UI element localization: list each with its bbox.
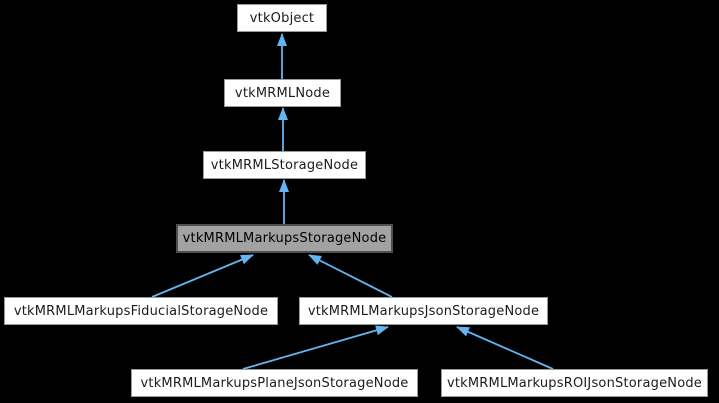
inheritance-arrow-vtkMRMLMarkupsFiducialStorageNode-to-vtkMRMLMarkupsStorageNode bbox=[151, 254, 254, 298]
class-node-vtkMRMLNode[interactable]: vtkMRMLNode bbox=[224, 79, 341, 107]
class-node-vtkObject[interactable]: vtkObject bbox=[237, 4, 327, 32]
class-node-vtkMRMLStorageNode[interactable]: vtkMRMLStorageNode bbox=[203, 151, 366, 179]
class-node-vtkMRMLMarkupsPlaneJsonStorageNode[interactable]: vtkMRMLMarkupsPlaneJsonStorageNode bbox=[131, 369, 418, 397]
inheritance-arrow-vtkMRMLMarkupsJsonStorageNode-to-vtkMRMLMarkupsStorageNode bbox=[308, 254, 393, 298]
class-node-vtkMRMLMarkupsFiducialStorageNode[interactable]: vtkMRMLMarkupsFiducialStorageNode bbox=[4, 297, 278, 325]
inheritance-arrow-vtkMRMLMarkupsROIJsonStorageNode-to-vtkMRMLMarkupsJsonStorageNode bbox=[456, 326, 554, 370]
class-node-vtkMRMLMarkupsROIJsonStorageNode[interactable]: vtkMRMLMarkupsROIJsonStorageNode bbox=[441, 369, 708, 397]
class-node-vtkMRMLMarkupsJsonStorageNode[interactable]: vtkMRMLMarkupsJsonStorageNode bbox=[299, 297, 548, 325]
inheritance-arrow-vtkMRMLMarkupsPlaneJsonStorageNode-to-vtkMRMLMarkupsJsonStorageNode bbox=[242, 325, 389, 370]
class-node-vtkMRMLMarkupsStorageNode: vtkMRMLMarkupsStorageNode bbox=[176, 224, 393, 253]
